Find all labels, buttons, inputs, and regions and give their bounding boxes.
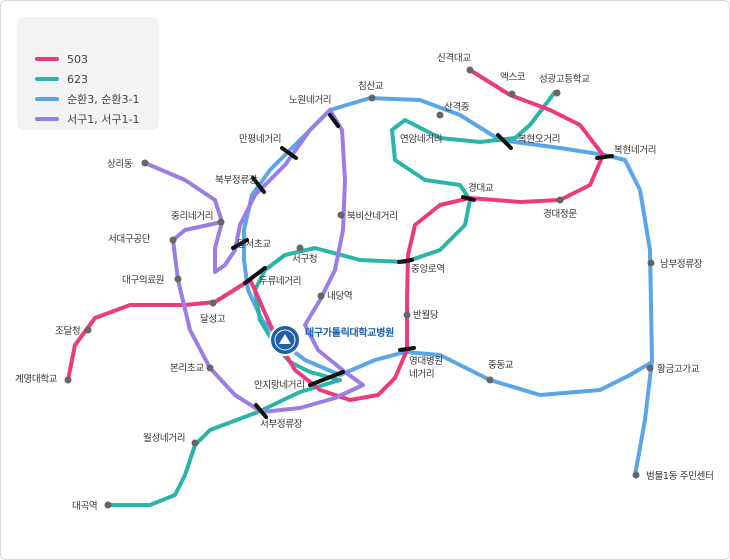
stop-dot — [436, 111, 444, 119]
stop-dot — [104, 501, 112, 509]
stop-dot — [206, 364, 214, 372]
transfer-marker — [231, 238, 249, 250]
stop-label-bukbisan-intersection: 북비산네거리 — [347, 211, 398, 222]
route-line-503 — [66, 68, 605, 402]
route-legend: 503 623 순환3, 순환3-1 서구1, 서구1-1 — [17, 17, 159, 130]
stop-dot — [632, 471, 640, 479]
legend-item-503: 503 — [35, 51, 88, 67]
stop-dot — [466, 66, 474, 74]
stop-label-naedang-station: 내당역 — [327, 291, 352, 302]
stop-label-hwanggeum-intersection: 황금고가교 — [657, 364, 700, 375]
stop-dot — [209, 299, 217, 307]
stop-label-bokhyeon-5: 복현오거리 — [518, 134, 560, 145]
transfer-marker — [308, 370, 345, 387]
legend-label: 순환3, 순환3-1 — [67, 93, 140, 106]
legend-swatch — [35, 57, 59, 61]
stop-label-duryu-intersection: 두류네거리 — [259, 276, 301, 287]
stop-label-yeonam-intersection: 연암네거리 — [400, 133, 442, 145]
stop-label-dalseo-elem: 달서초교 — [237, 238, 271, 250]
stop-label-sangyeok-middle: 산격중 — [444, 101, 470, 113]
stop-dot — [486, 376, 494, 384]
stop-label-sangri-dong: 상리동 — [107, 159, 133, 170]
legend-label: 서구1, 서구1-1 — [67, 113, 140, 126]
hospital-marker: 대구가톨릭대학교병원 — [269, 324, 394, 356]
stop-label-bokhyeon-intersection: 복현네거리 — [614, 145, 656, 156]
stop-label-exco: 엑스코 — [500, 71, 526, 83]
transfer-marker — [595, 154, 614, 160]
stop-label-yeongdae-hosp-1: 영대병원 — [409, 356, 443, 367]
stop-dot — [556, 196, 564, 204]
transfer-marker — [328, 113, 340, 128]
transfer-marker — [461, 195, 476, 202]
transfer-marker — [398, 346, 416, 352]
stop-label-banwoldang: 반월당 — [413, 309, 439, 321]
stop-dot — [84, 326, 92, 334]
stop-label-wolseong-intersection: 월성네거리 — [143, 432, 185, 444]
stop-label-beommul-1: 범물1동 주민센터 — [646, 471, 714, 482]
legend-label: 623 — [67, 72, 88, 86]
stop-dot — [64, 376, 72, 384]
stop-label-jodal-cheong: 조달청 — [55, 325, 80, 337]
stop-dot — [647, 259, 655, 267]
stop-dot — [368, 94, 376, 102]
stop-label-bonri-elem: 본리초교 — [170, 363, 204, 374]
stop-label-jungdonggyo: 중동교 — [488, 360, 514, 371]
legend-swatch — [35, 77, 59, 81]
stop-label-jungri-intersection: 중리네거리 — [171, 211, 213, 222]
stop-label-daegok-station: 대곡역 — [72, 501, 97, 512]
legend-item-seogu-1: 서구1, 서구1-1 — [35, 111, 139, 127]
stop-label-jungang-rotary: 중앙로역 — [411, 263, 445, 275]
stop-label-keimyung-univ: 계명대학교 — [15, 373, 58, 385]
stop-label-yeongdae-hosp-2: 네거리 — [409, 369, 434, 380]
stop-label-seogu-office: 서구청 — [292, 254, 317, 265]
stop-label-manpyeong-intersection: 만평네거리 — [239, 134, 281, 145]
stop-dot — [337, 211, 345, 219]
legend-item-623: 623 — [35, 71, 88, 87]
legend-swatch — [35, 117, 59, 121]
route-line-seogu-1 — [143, 108, 365, 414]
stop-label-chimsangyo: 침산교 — [358, 81, 384, 92]
stop-label-seobu-depot: 서부정류장 — [260, 419, 303, 430]
legend-swatch — [35, 97, 59, 101]
stop-label-gyeongdaegyo: 경대교 — [468, 182, 494, 194]
transfer-marker — [397, 258, 414, 264]
stop-label-nowon-intersection: 노원네거리 — [289, 95, 331, 106]
stop-labels: 신격대교 엑스코 성광고등학교 침산교 노원네거리 산격중 연암네거리 복현오거… — [15, 52, 714, 512]
stop-label-dalseong-high: 달성고 — [200, 313, 226, 325]
transfer-markers — [231, 113, 614, 419]
stop-dot — [191, 439, 199, 447]
transfer-marker — [251, 176, 266, 194]
legend-label: 503 — [67, 52, 88, 66]
stop-dot — [174, 275, 182, 283]
stop-dot — [403, 311, 411, 319]
hospital-label: 대구가톨릭대학교병원 — [305, 326, 394, 339]
seal-inner-ring — [274, 329, 296, 351]
stop-dot — [141, 159, 149, 167]
legend-item-circular-3: 순환3, 순환3-1 — [35, 91, 139, 107]
transfer-marker — [243, 266, 267, 285]
stop-label-daegu-medical: 대구의료원 — [122, 275, 164, 286]
stop-label-namyeong-depot: 남부정류장 — [660, 259, 703, 270]
transfer-marker — [280, 146, 298, 160]
stop-dot — [317, 292, 325, 300]
stop-dot — [217, 218, 225, 226]
stop-dot — [646, 364, 654, 372]
stop-label-seonggwang-high: 성광고등학교 — [539, 73, 590, 85]
stop-label-gyeongdae-gate: 경대정문 — [543, 208, 577, 220]
stop-dot — [296, 244, 304, 252]
route-line-circular-3 — [242, 96, 654, 477]
seal-emblem — [279, 334, 291, 344]
stop-dot — [508, 90, 516, 98]
transfer-marker — [254, 403, 268, 419]
stop-label-sinkyeokdaegyo: 신격대교 — [437, 52, 471, 64]
stop-label-bukbu-depot: 북부정류장 — [215, 175, 258, 186]
stop-dot — [553, 89, 561, 97]
stop-dot — [169, 236, 177, 244]
stop-label-ange-intersection: 안지랑네거리 — [254, 379, 305, 391]
transfer-marker — [496, 133, 513, 150]
stop-dots — [64, 66, 655, 509]
stop-label-seodaegu-complex: 서대구공단 — [108, 234, 151, 245]
